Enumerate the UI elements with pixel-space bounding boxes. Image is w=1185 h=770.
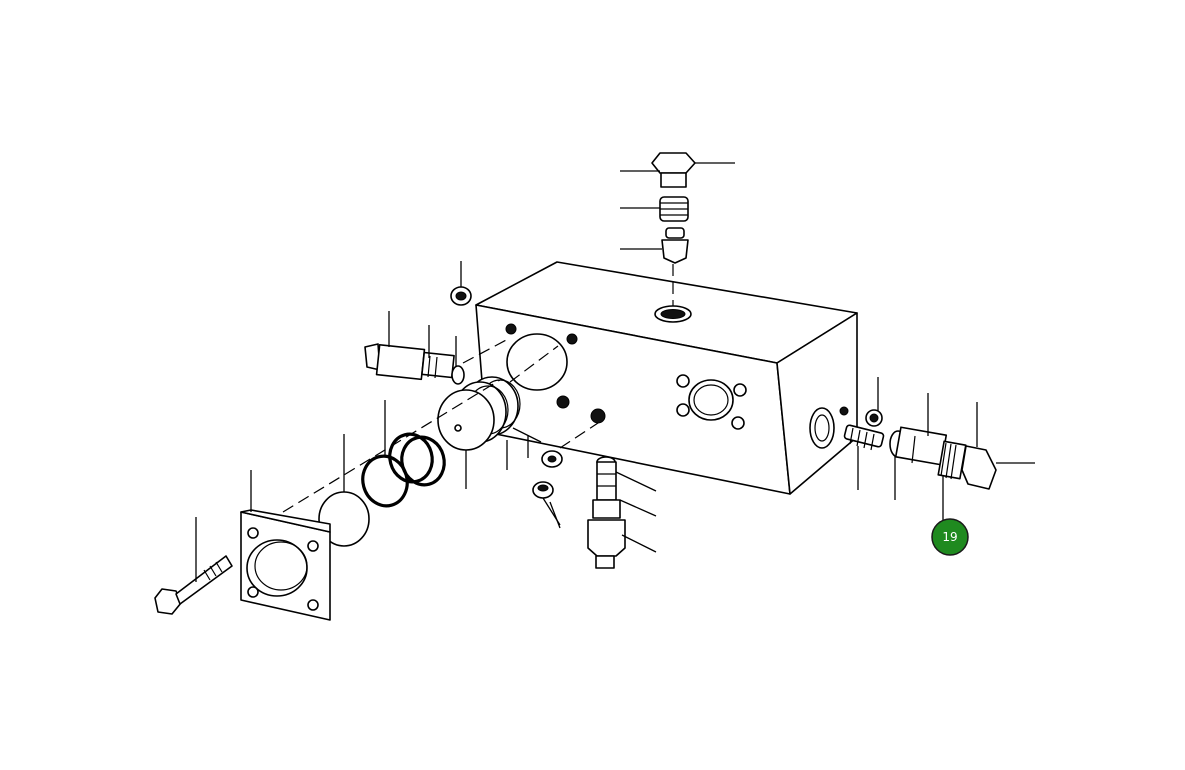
callout-circle [931,518,969,556]
spool-piston-assembly [437,376,521,451]
small-plugs-center [532,450,563,499]
hex-bolt [154,555,233,615]
relief-valve-right [843,409,997,490]
manifold-block [475,261,858,495]
callout-badge-19[interactable]: 19 [931,518,969,556]
o-rings [318,432,446,547]
top-plug-assembly [651,152,696,306]
small-plug-top-left [450,286,472,306]
cartridge-valve-left [364,343,465,385]
check-valve-center [587,456,626,569]
callout-label: 19 [942,530,957,544]
flange-cover [240,509,331,621]
